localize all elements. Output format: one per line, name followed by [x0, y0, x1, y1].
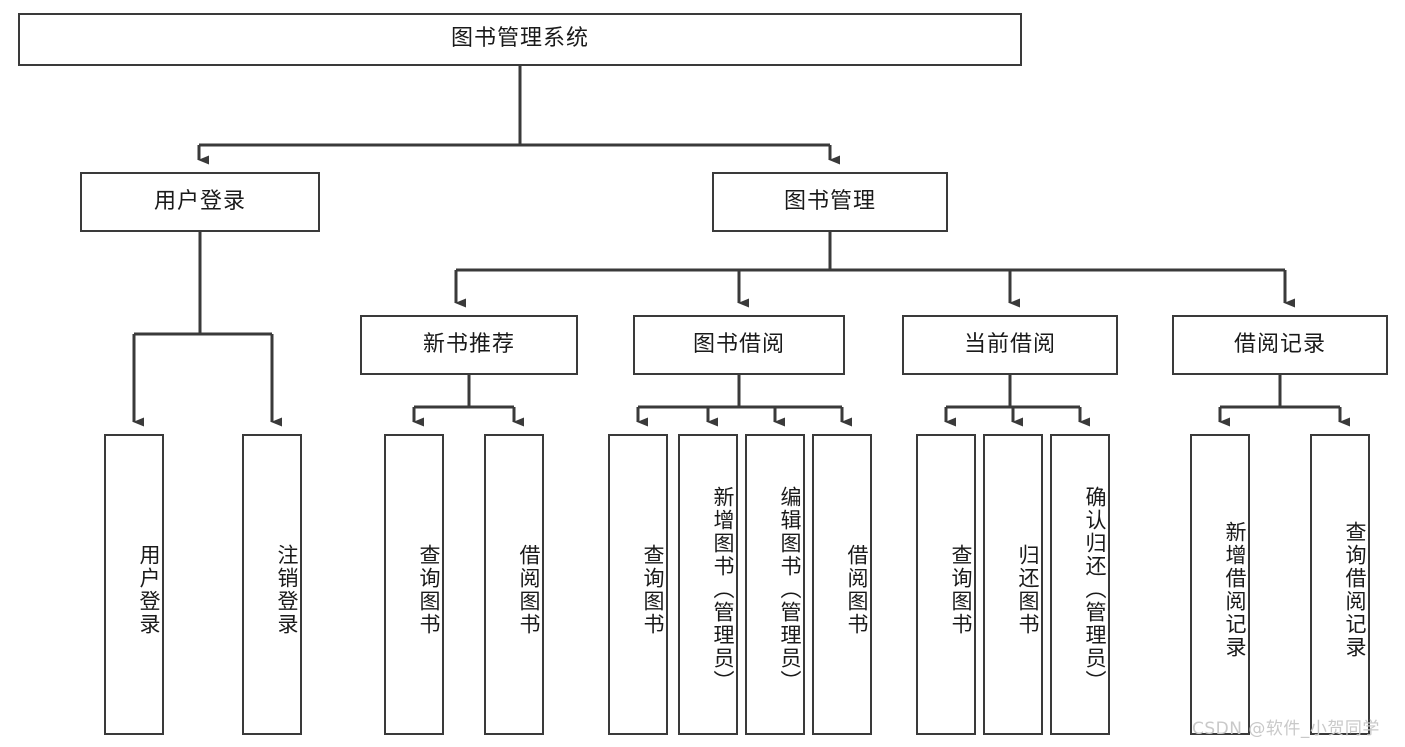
leaf-add-borrow-record[interactable]: 新增借阅记录 [1190, 434, 1250, 735]
leaf-borrow-books-newbooks[interactable]: 借阅图书 [484, 434, 544, 735]
node-user-login-label: 用户登录 [153, 188, 246, 214]
leaf-borrow-books[interactable]: 借阅图书 [812, 434, 872, 735]
node-new-book-recommend[interactable]: 新书推荐 [360, 315, 578, 375]
node-root-label: 图书管理系统 [450, 26, 589, 52]
leaf-query-books-current[interactable]: 查询图书 [916, 434, 976, 735]
leaf-logout[interactable]: 注销登录 [242, 434, 302, 735]
node-book-management-label: 图书管理 [783, 188, 876, 214]
leaf-query-books-borrow[interactable]: 查询图书 [608, 434, 668, 735]
leaf-logout-label: 注销登录 [275, 543, 299, 636]
leaf-return-books[interactable]: 归还图书 [983, 434, 1043, 735]
leaf-borrow-books-newbooks-label: 借阅图书 [517, 543, 541, 636]
leaf-edit-book-admin-label: 编辑图书（管理员） [778, 486, 802, 693]
leaf-query-books-newbooks[interactable]: 查询图书 [384, 434, 444, 735]
leaf-edit-book-admin[interactable]: 编辑图书（管理员） [745, 434, 805, 735]
node-new-book-recommend-label: 新书推荐 [422, 331, 515, 357]
leaf-query-books-current-label: 查询图书 [949, 543, 973, 636]
leaf-confirm-return-admin[interactable]: 确认归还（管理员） [1050, 434, 1110, 735]
leaf-query-borrow-record[interactable]: 查询借阅记录 [1310, 434, 1370, 735]
leaf-user-login[interactable]: 用户登录 [104, 434, 164, 735]
leaf-query-books-borrow-label: 查询图书 [641, 543, 665, 636]
leaf-return-books-label: 归还图书 [1016, 543, 1040, 636]
leaf-query-books-newbooks-label: 查询图书 [417, 543, 441, 636]
leaf-confirm-return-admin-label: 确认归还（管理员） [1083, 486, 1107, 693]
leaf-add-borrow-record-label: 新增借阅记录 [1223, 520, 1247, 659]
leaf-add-book-admin[interactable]: 新增图书（管理员） [678, 434, 738, 735]
leaf-user-login-label: 用户登录 [137, 543, 161, 636]
csdn-watermark: CSDN @软件_小贺同学 [1192, 719, 1380, 739]
node-book-borrow[interactable]: 图书借阅 [633, 315, 845, 375]
leaf-borrow-books-label: 借阅图书 [845, 543, 869, 636]
node-book-borrow-label: 图书借阅 [692, 331, 785, 357]
leaf-add-book-admin-label: 新增图书（管理员） [711, 486, 735, 693]
node-user-login[interactable]: 用户登录 [80, 172, 320, 232]
node-current-borrow-label: 当前借阅 [963, 331, 1056, 357]
node-borrow-records[interactable]: 借阅记录 [1172, 315, 1388, 375]
leaf-query-borrow-record-label: 查询借阅记录 [1343, 520, 1367, 659]
node-root[interactable]: 图书管理系统 [18, 13, 1022, 66]
node-current-borrow[interactable]: 当前借阅 [902, 315, 1118, 375]
node-book-management[interactable]: 图书管理 [712, 172, 948, 232]
node-borrow-records-label: 借阅记录 [1233, 331, 1326, 357]
